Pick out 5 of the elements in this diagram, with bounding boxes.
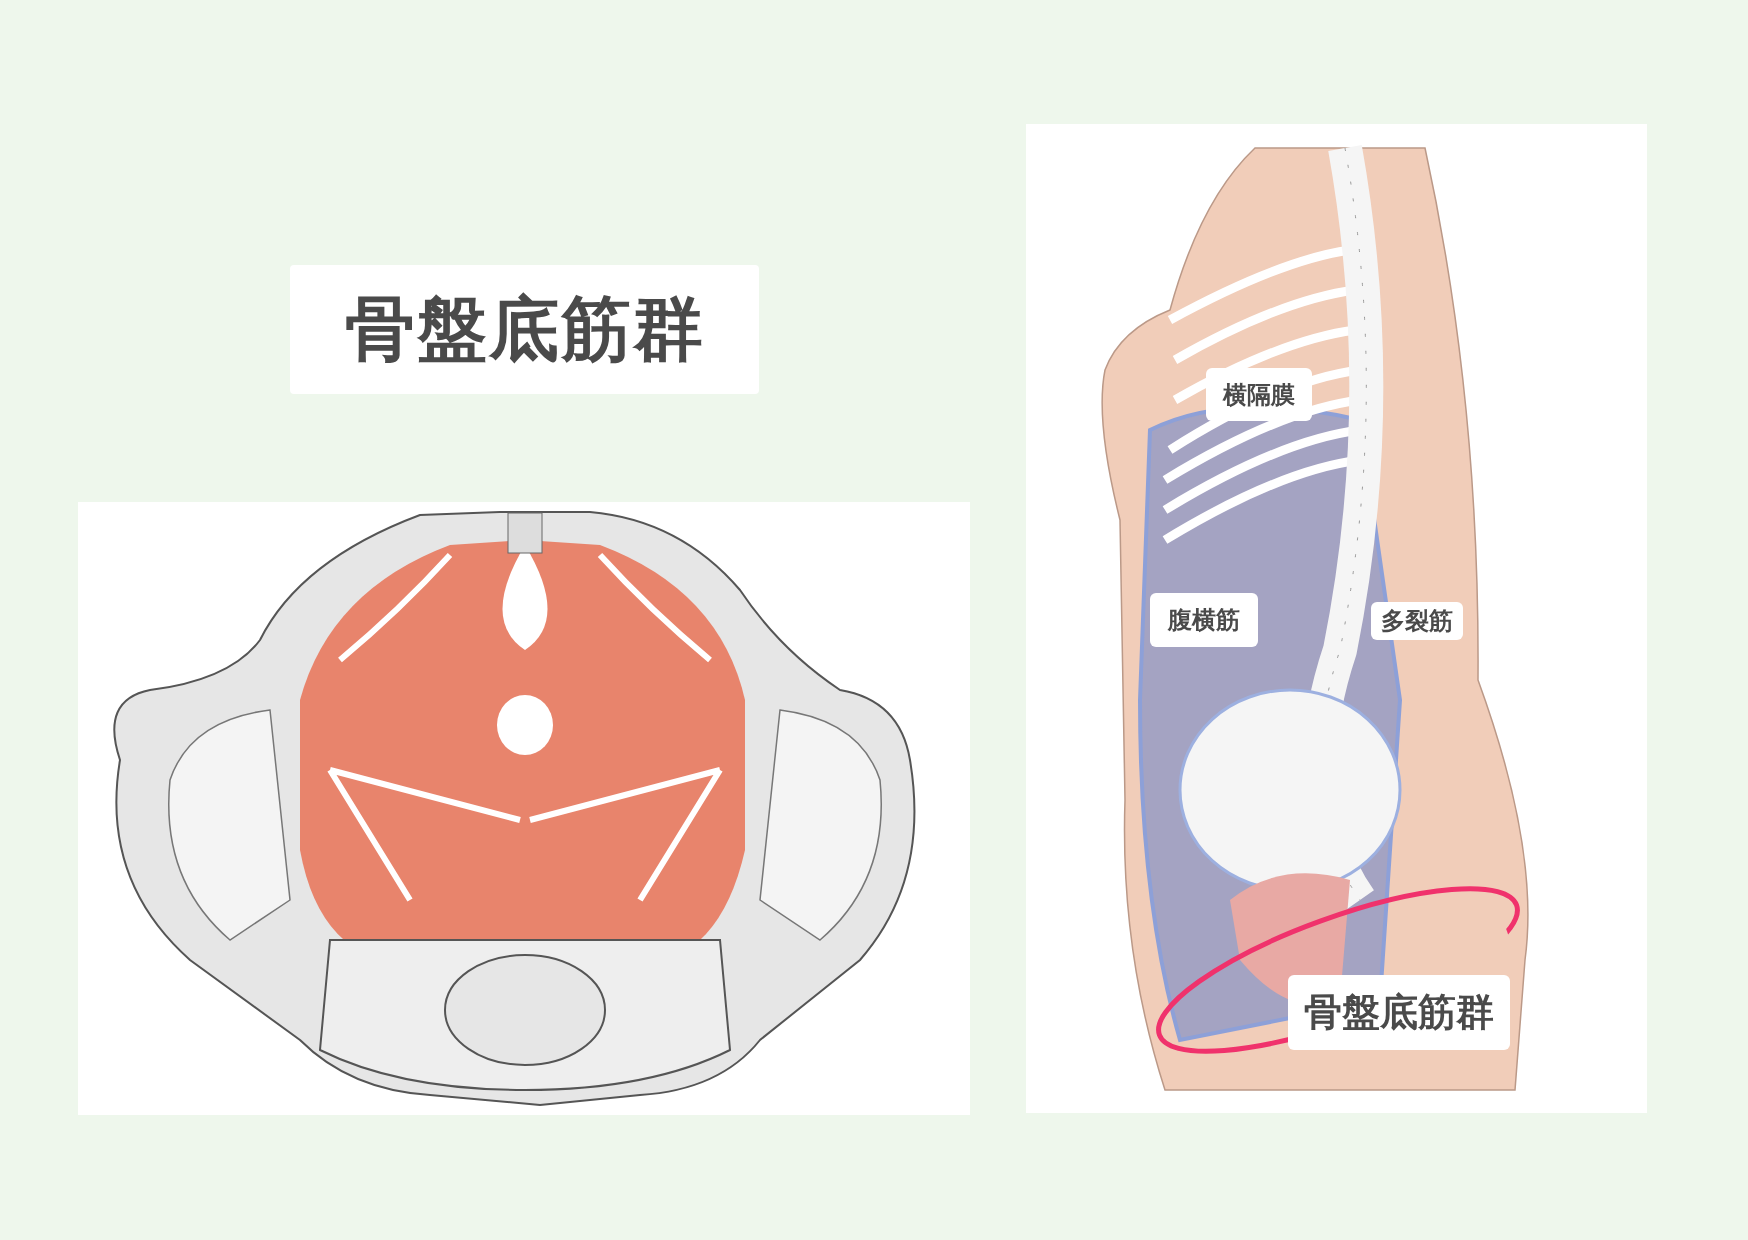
anatomy-label: 横隔膜 [1206, 368, 1312, 421]
anatomy-label: 骨盤底筋群 [1288, 975, 1510, 1050]
title-text: 骨盤底筋群 [290, 265, 759, 394]
anatomy-label: 腹横筋 [1150, 593, 1258, 647]
anatomy-label: 多裂筋 [1371, 602, 1463, 640]
